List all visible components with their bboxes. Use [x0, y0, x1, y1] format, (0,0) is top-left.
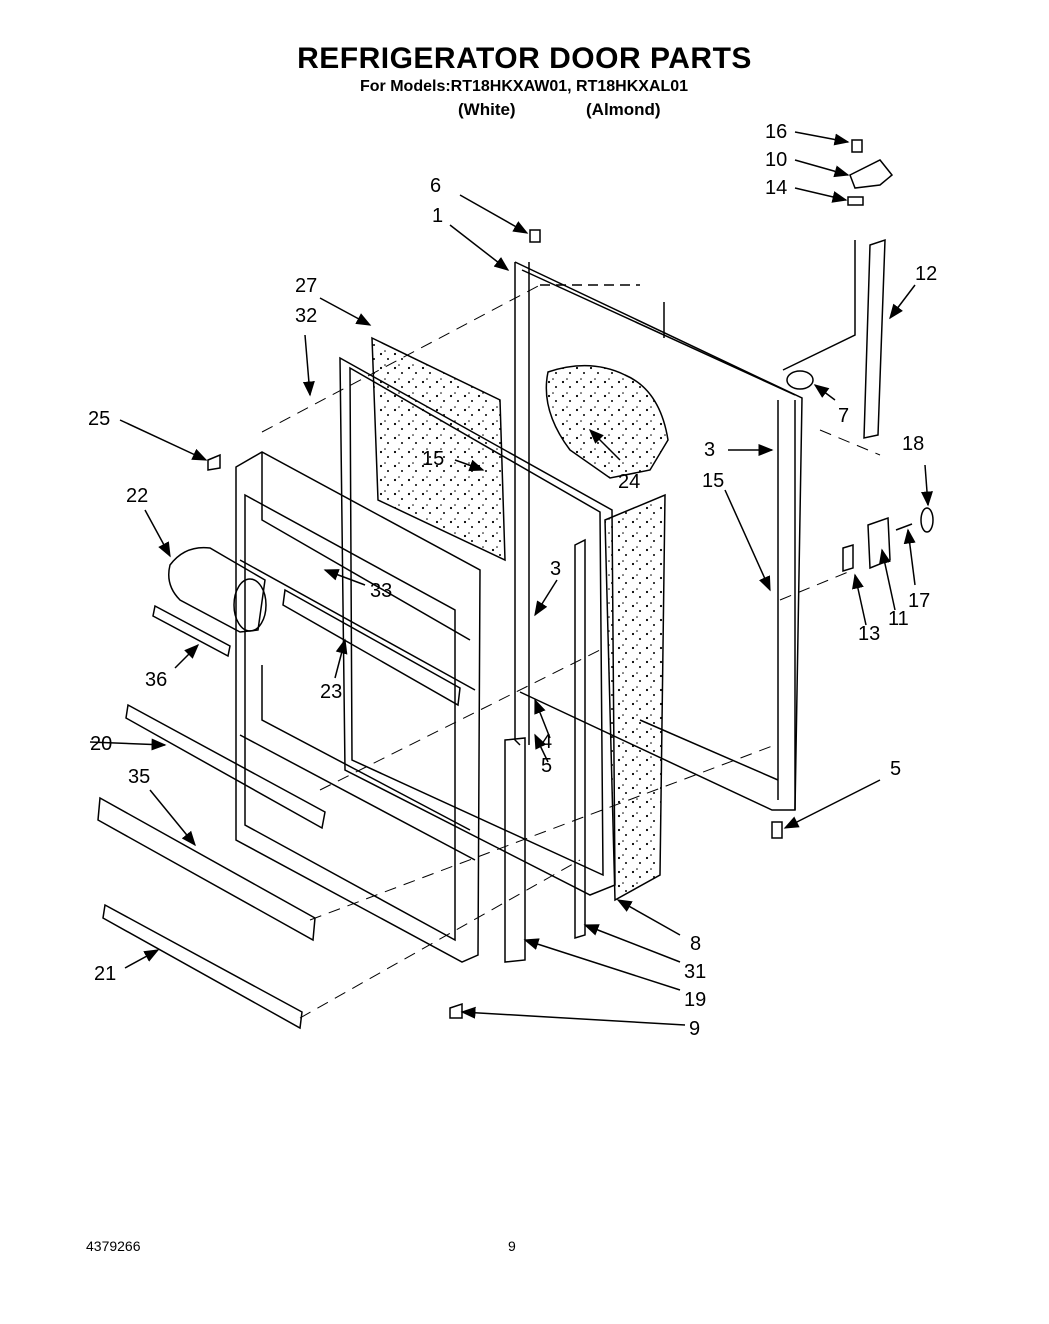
side-foam-panel [604, 493, 666, 902]
callout-3: 3 [550, 558, 561, 580]
callout-23: 23 [320, 681, 342, 703]
callout-33: 33 [370, 580, 392, 602]
door-shelf-35 [97, 796, 316, 942]
callout-21: 21 [94, 963, 116, 985]
callout-35: 35 [128, 766, 150, 788]
top-hinge-assembly [847, 139, 894, 206]
variant-almond-label: (Almond) [586, 100, 661, 119]
callout-24: 24 [618, 471, 640, 493]
callout-4: 4 [541, 731, 552, 753]
callout-36: 36 [145, 669, 167, 691]
callout-14: 14 [765, 177, 787, 199]
butter-compartment [152, 546, 267, 658]
callout-5: 5 [541, 755, 552, 777]
page-title: REFRIGERATOR DOOR PARTS [297, 42, 752, 75]
callout-6: 6 [430, 175, 441, 197]
foam-insulation [545, 365, 669, 479]
callout-1: 1 [432, 205, 443, 227]
callout-12: 12 [915, 263, 937, 285]
callout-8: 8 [690, 933, 701, 955]
callout-31: 31 [684, 961, 706, 983]
door-shelf-20 [125, 703, 326, 830]
callout-27: 27 [295, 275, 317, 297]
page-number: 9 [508, 1238, 516, 1254]
callout-18: 18 [902, 433, 924, 455]
dashed-leaders [261, 284, 881, 1019]
document-number: 4379266 [86, 1238, 141, 1254]
outer-door-panel [514, 240, 856, 811]
callout-17: 17 [908, 590, 930, 612]
callout-13: 13 [858, 623, 880, 645]
handle-strip-12 [863, 238, 886, 439]
callout-3: 3 [704, 439, 715, 461]
callout-7: 7 [838, 405, 849, 427]
variant-white-label: (White) [458, 100, 516, 119]
door-gasket [339, 356, 616, 896]
callout-5: 5 [890, 758, 901, 780]
callout-15: 15 [422, 448, 444, 470]
door-liner [235, 451, 481, 963]
door-shelf-23 [282, 588, 461, 707]
trim-strip-19 [504, 737, 526, 963]
callout-19: 19 [684, 989, 706, 1011]
callout-20: 20 [90, 733, 112, 755]
callout-25: 25 [88, 408, 110, 430]
callout-arrows [89, 131, 933, 1026]
trim-strip-31 [574, 538, 586, 940]
callout-15: 15 [702, 470, 724, 492]
callout-11: 11 [888, 608, 909, 630]
callout-9: 9 [689, 1018, 700, 1040]
callout-22: 22 [126, 485, 148, 507]
bottom-hinge-assembly [842, 507, 934, 573]
models-line: For Models:RT18HKXAW01, RT18HKXAL01 [360, 78, 689, 95]
insulation-panel [371, 336, 506, 562]
callout-32: 32 [295, 305, 317, 327]
door-shelf-21 [102, 903, 303, 1030]
callout-10: 10 [765, 149, 787, 171]
callout-16: 16 [765, 121, 787, 143]
plug-button [786, 370, 814, 390]
